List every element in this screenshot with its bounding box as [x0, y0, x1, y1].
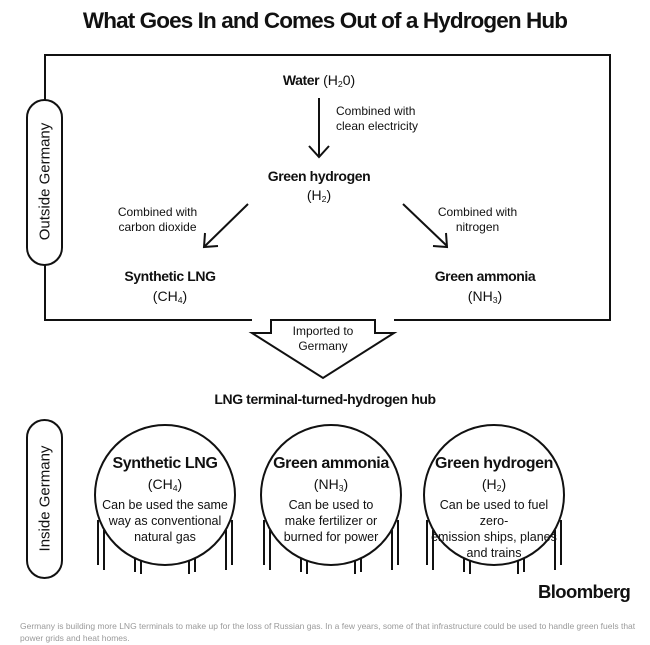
synthetic-lng-formula: (CH4) — [152, 288, 188, 306]
import-label: Imported to Germany — [292, 324, 354, 353]
green-hydrogen-name: Green hydrogen — [267, 168, 371, 184]
inside-pill — [26, 419, 63, 579]
synthetic-lng-node: Synthetic LNG (CH4) — [90, 268, 250, 305]
inside-germany-label: Inside Germany — [36, 445, 54, 552]
outside-germany-label: Outside Germany — [36, 122, 54, 241]
tank-3-title: Green hydrogen — [435, 455, 553, 472]
green-ammonia-formula: (NH3) — [467, 288, 503, 306]
bloomberg-logo: Bloomberg — [538, 581, 631, 602]
step-carbon-dioxide: Combined with carbon dioxide — [117, 205, 198, 234]
tank-1-description: Can be used the same way as conventional… — [102, 498, 228, 545]
water-formula: (H20) — [323, 72, 356, 90]
tank-1-formula: (CH4) — [147, 476, 183, 494]
hub-label: LNG terminal-turned-hydrogen hub — [214, 391, 436, 407]
tank-2-description: Can be used to make fertilizer or burned… — [283, 498, 379, 545]
step-clean-electricity: Combined with clean electricity — [336, 104, 419, 133]
tank-green-ammonia — [260, 424, 402, 574]
water-node: Water (H20) — [219, 72, 419, 89]
water-name: Water — [282, 72, 320, 88]
step-nitrogen: Combined with nitrogen — [437, 205, 518, 234]
tank-1-text: Synthetic LNG (CH4) Can be used the same… — [100, 455, 230, 545]
tank-2-title: Green ammonia — [273, 455, 389, 472]
import-arrow — [248, 319, 398, 380]
arrow-hydrogen-to-ammonia — [402, 203, 449, 249]
green-hydrogen-formula: (H2) — [306, 187, 332, 205]
green-hydrogen-node: Green hydrogen (H2) — [219, 168, 419, 204]
tank-3-description: Can be used to fuel zero- emission ships… — [431, 498, 557, 561]
tank-synthetic-lng — [94, 424, 236, 574]
green-ammonia-name: Green ammonia — [434, 268, 536, 284]
page-title: What Goes In and Comes Out of a Hydrogen… — [82, 8, 568, 33]
caption: Germany is building more LNG terminals t… — [20, 621, 636, 643]
arrow-hydrogen-to-lng — [202, 203, 249, 249]
outside-box — [44, 54, 611, 321]
green-ammonia-node: Green ammonia (NH3) — [400, 268, 570, 305]
tank-2-formula: (NH3) — [313, 476, 349, 494]
arrow-water-to-hydrogen — [308, 98, 330, 159]
synthetic-lng-name: Synthetic LNG — [124, 268, 216, 284]
outside-pill — [26, 99, 63, 266]
tank-2-text: Green ammonia (NH3) Can be used to make … — [261, 455, 401, 545]
tank-3-text: Green hydrogen (H2) Can be used to fuel … — [424, 455, 564, 561]
tank-green-hydrogen — [423, 424, 565, 574]
tank-1-title: Synthetic LNG — [112, 455, 218, 472]
tank-3-formula: (H2) — [481, 476, 507, 494]
